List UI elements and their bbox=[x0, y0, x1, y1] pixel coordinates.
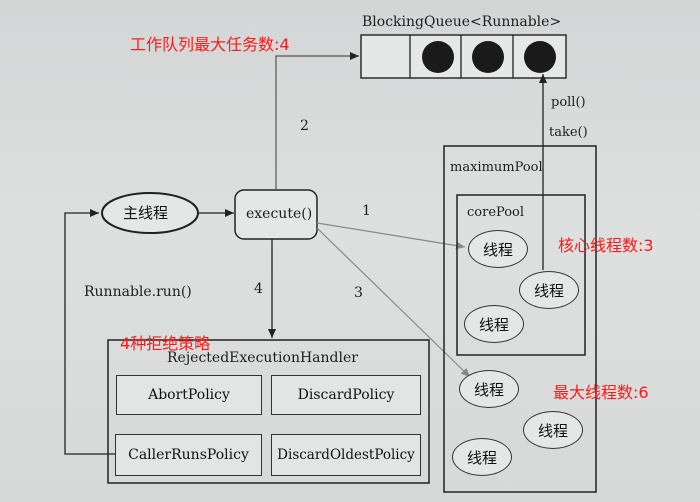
edge-label-1: 1 bbox=[362, 203, 371, 219]
queue-label: BlockingQueue<Runnable> bbox=[362, 14, 562, 30]
handler-annotation: 4种拒绝策略 bbox=[120, 334, 211, 353]
queue-task bbox=[524, 41, 556, 73]
core-thread: 线程 bbox=[464, 305, 524, 343]
poll-label: poll() bbox=[551, 95, 586, 110]
core-thread: 线程 bbox=[468, 230, 528, 268]
handler-box bbox=[107, 339, 430, 484]
max-thread: 线程 bbox=[459, 370, 519, 408]
abort-policy-box: AbortPolicy bbox=[116, 375, 262, 415]
max-thread: 线程 bbox=[523, 411, 583, 449]
maximum-pool-box bbox=[443, 145, 597, 493]
runnable-run-label: Runnable.run() bbox=[84, 284, 192, 300]
core-pool-annotation: 核心线程数:3 bbox=[558, 236, 654, 255]
edge-label-2: 2 bbox=[300, 118, 309, 134]
queue-capacity-annotation: 工作队列最大任务数:4 bbox=[130, 35, 290, 54]
execute-label: execute() bbox=[246, 206, 313, 222]
core-pool-label: corePool bbox=[467, 205, 525, 220]
edge-label-4: 4 bbox=[254, 281, 263, 297]
main-thread-label: 主线程 bbox=[123, 204, 169, 222]
maximum-pool-label: maximumPool bbox=[450, 160, 543, 175]
take-label: take() bbox=[549, 125, 588, 140]
arrow-execute-to-queue bbox=[275, 52, 359, 190]
core-thread: 线程 bbox=[519, 271, 579, 309]
arrow-execute-to-core bbox=[316, 222, 466, 250]
queue-task bbox=[472, 41, 504, 73]
max-pool-annotation: 最大线程数:6 bbox=[553, 383, 649, 402]
caller-runs-policy-box: CallerRunsPolicy bbox=[115, 434, 262, 476]
arrow-caller-runs-loop bbox=[64, 209, 115, 455]
discard-oldest-policy-box: DiscardOldestPolicy bbox=[271, 434, 421, 476]
queue-task bbox=[422, 41, 454, 73]
core-pool-box bbox=[456, 194, 586, 356]
edge-label-3: 3 bbox=[354, 285, 363, 301]
max-thread: 线程 bbox=[452, 438, 512, 476]
discard-policy-box: DiscardPolicy bbox=[271, 375, 421, 415]
handler-label: RejectedExecutionHandler bbox=[167, 350, 358, 366]
